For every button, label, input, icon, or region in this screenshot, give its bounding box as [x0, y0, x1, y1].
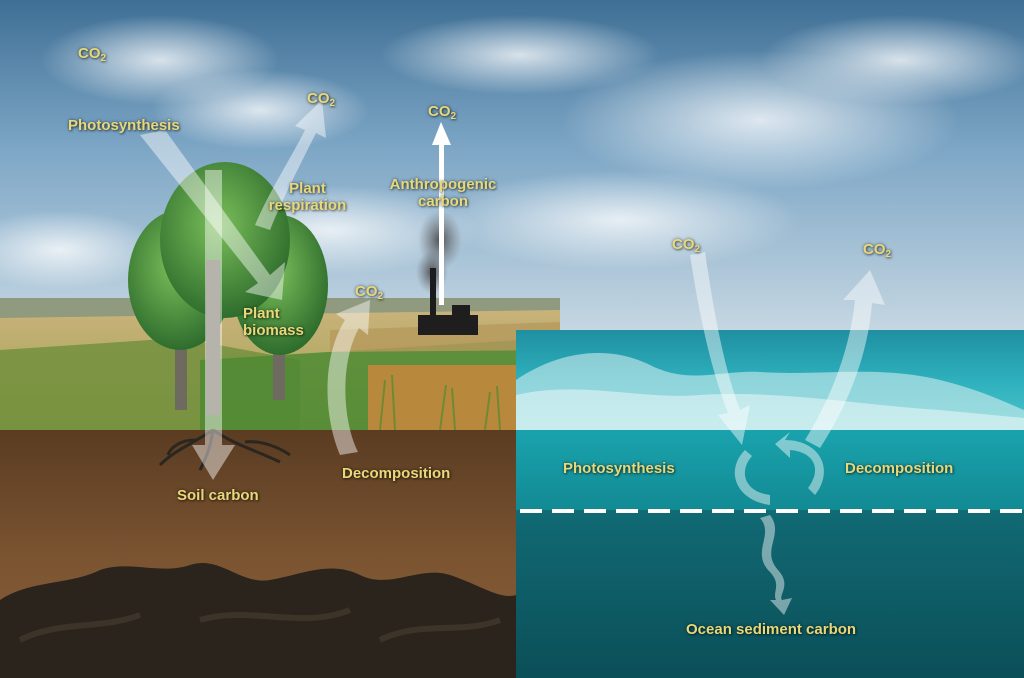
plant-respiration-line2: respiration [268, 197, 347, 214]
plant-biomass-line1: Plant [243, 305, 280, 322]
arrow-to-sediment [760, 515, 792, 615]
co2-sky-label: CO2 [78, 45, 106, 67]
arrow-plant-respiration [255, 100, 326, 230]
co2-ocean-out-label: CO2 [863, 241, 891, 263]
arrow-photosynthesis-land [140, 130, 285, 300]
plant-biomass-line2: biomass [243, 322, 304, 339]
arrow-biomass-to-soil [192, 170, 235, 480]
ocean-sediment-carbon-label: Ocean sediment carbon [686, 621, 857, 638]
bedrock [0, 562, 516, 678]
co2-subscript: 2 [100, 53, 107, 64]
co2-text: CO [863, 241, 886, 258]
co2-subscript: 2 [885, 249, 892, 260]
soil-carbon-label: Soil carbon [177, 487, 259, 504]
photosynthesis-land-label: Photosynthesis [68, 117, 180, 134]
decomposition-land-label: Decomposition [342, 465, 451, 482]
arrow-decomposition-land [327, 300, 370, 455]
ocean-deep [516, 510, 1024, 678]
co2-text: CO [428, 103, 451, 120]
anthropogenic-line1: Anthropogenic [389, 176, 497, 193]
co2-text: CO [307, 90, 330, 107]
trees [128, 162, 328, 415]
co2-subscript: 2 [694, 244, 701, 255]
co2-anthropogenic-label: CO2 [428, 103, 456, 125]
co2-text: CO [355, 283, 378, 300]
arrow-anthropogenic [432, 122, 451, 305]
co2-text: CO [78, 45, 101, 62]
ocean-mixed-layer [516, 430, 1024, 510]
photosynthesis-ocean-label: Photosynthesis [563, 460, 675, 477]
co2-decomposition-land-label: CO2 [355, 283, 383, 305]
co2-subscript: 2 [450, 111, 457, 122]
anthropogenic-line2: carbon [417, 193, 468, 210]
co2-text: CO [672, 236, 695, 253]
waves [516, 353, 1024, 430]
co2-respiration-label: CO2 [307, 90, 335, 112]
co2-subscript: 2 [329, 98, 336, 109]
arrow-ocean-co2-out [805, 270, 885, 448]
flux-arrows [140, 100, 885, 615]
arrow-ocean-cycle-left [734, 450, 770, 505]
plant-respiration-line1: Plant [289, 180, 326, 197]
decomposition-ocean-label: Decomposition [845, 460, 954, 477]
arrow-ocean-cycle-right [775, 432, 824, 495]
roots [158, 428, 291, 471]
arrow-ocean-co2-in [690, 252, 750, 445]
co2-ocean-in-label: CO2 [672, 236, 700, 258]
co2-subscript: 2 [377, 291, 384, 302]
